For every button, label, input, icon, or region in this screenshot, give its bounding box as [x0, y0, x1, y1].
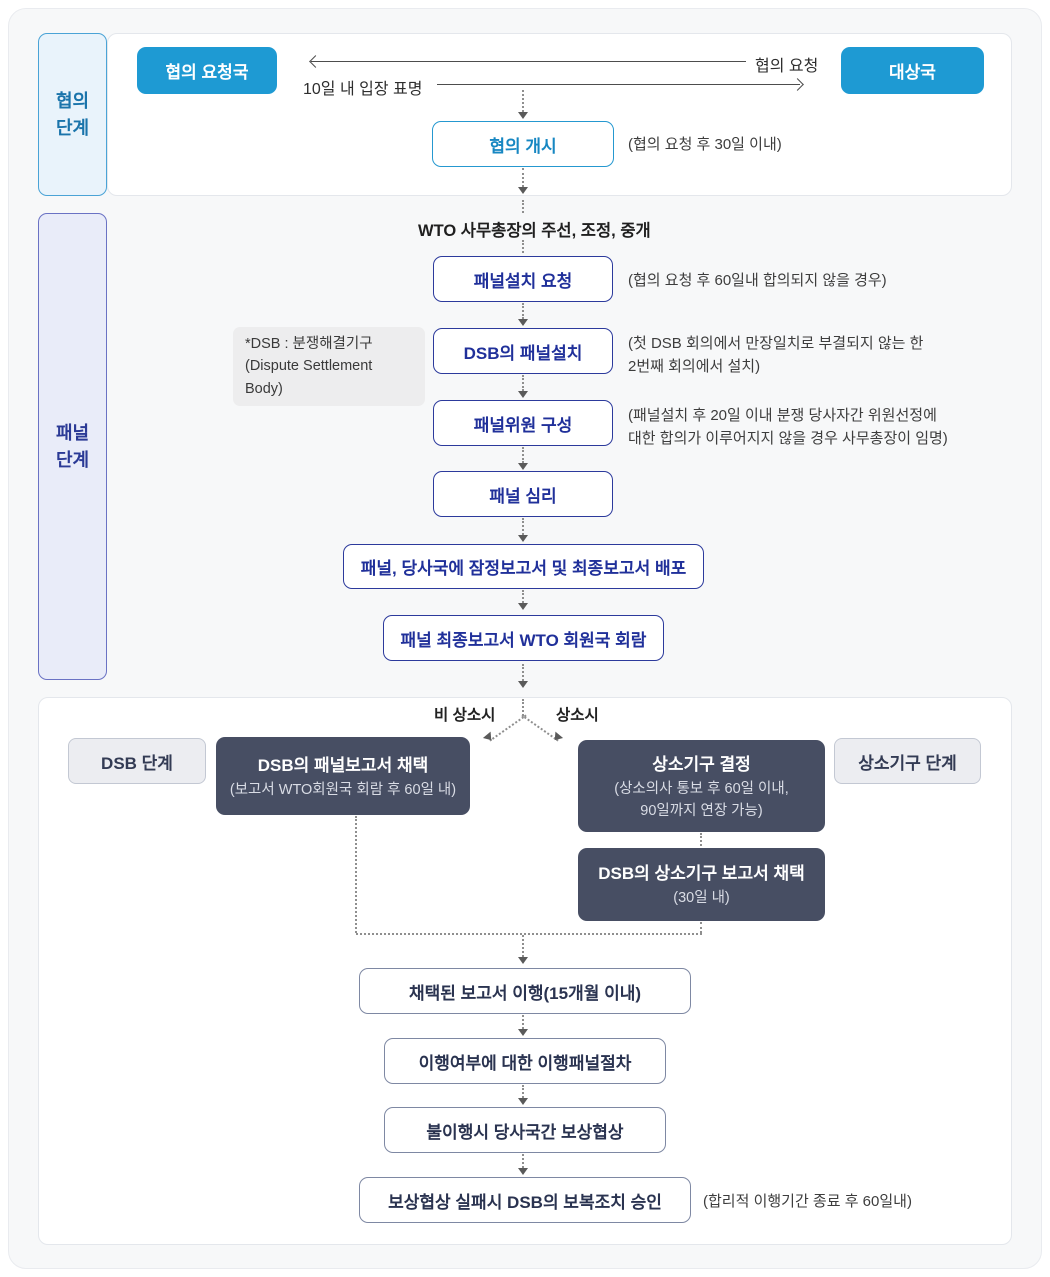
- node-report-distribute: 패널, 당사국에 잠정보고서 및 최종보고서 배포: [343, 544, 704, 589]
- panel-report-adopt-sub: (보고서 WTO회원국 회람 후 60일 내): [229, 781, 457, 798]
- retaliation-note: (합리적 이행기간 종료 후 60일내): [703, 1193, 912, 1210]
- arrow-down-icon: [518, 319, 528, 326]
- flow-connector: [700, 922, 702, 933]
- appellate-report-adopt-title: DSB의 상소기구 보고서 채택: [598, 864, 805, 884]
- flow-connector: [522, 935, 524, 957]
- panel-report-adopt-title: DSB의 패널보고서 채택: [257, 755, 429, 775]
- node-panelist-compose: 패널위원 구성: [433, 400, 613, 446]
- node-panel-report-adopt: DSB의 패널보고서 채택 (보고서 WTO회원국 회람 후 60일 내): [216, 737, 470, 815]
- dsb-definition-note: *DSB : 분쟁해결기구 (Dispute Settlement Body): [233, 327, 425, 407]
- node-consult-start: 협의 개시: [432, 121, 614, 167]
- appellate-decision-title: 상소기구 결정: [652, 755, 751, 775]
- appellate-report-adopt-sub: (30일 내): [673, 890, 730, 907]
- node-implement-report: 채택된 보고서 이행(15개월 이내): [359, 968, 691, 1014]
- node-report-circulate: 패널 최종보고서 WTO 회원국 회람: [383, 615, 664, 661]
- arrow-down-icon: [518, 1029, 528, 1036]
- arrow-down-icon: [518, 535, 528, 542]
- request-arrow-line: [311, 61, 746, 62]
- arrow-down-icon: [518, 1098, 528, 1105]
- panel-request-note: (협의 요청 후 60일내 합의되지 않을 경우): [628, 272, 887, 289]
- arrow-down-icon: [518, 391, 528, 398]
- arrow-down-icon: [518, 463, 528, 470]
- flow-connector: [522, 518, 524, 535]
- arrow-down-icon: [518, 681, 528, 688]
- arrow-down-icon: [518, 112, 528, 119]
- appellate-decision-sub: (상소의사 통보 후 60일 이내, 90일까지 연장 가능): [614, 781, 789, 819]
- appeal-label: 상소시: [556, 707, 599, 724]
- stage-tab-panel: 패널 단계: [38, 213, 107, 680]
- arrow-down-icon: [518, 187, 528, 194]
- response-arrow-label: 10일 내 입장 표명: [303, 81, 423, 98]
- flow-connector: [522, 90, 524, 112]
- flow-connector: [522, 1154, 524, 1168]
- response-arrow-line: [437, 84, 800, 85]
- panel-heading: WTO 사무총장의 주선, 조정, 중개: [418, 222, 651, 240]
- node-respondent-country: 대상국: [841, 47, 984, 94]
- flow-connector: [355, 816, 357, 933]
- node-panel-examination: 패널 심리: [433, 471, 613, 517]
- flow-connector: [522, 375, 524, 391]
- node-panel-request: 패널설치 요청: [433, 256, 613, 302]
- node-requesting-country: 협의 요청국: [137, 47, 277, 94]
- flow-connector: [522, 168, 524, 187]
- arrow-down-icon: [518, 603, 528, 610]
- consult-start-note: (협의 요청 후 30일 이내): [628, 136, 782, 153]
- node-retaliation-approval: 보상협상 실패시 DSB의 보복조치 승인: [359, 1177, 691, 1223]
- flow-connector: [356, 933, 702, 935]
- stage-tab-dsb: DSB 단계: [68, 738, 206, 784]
- node-appellate-report-adopt: DSB의 상소기구 보고서 채택 (30일 내): [578, 848, 825, 921]
- stage-tab-consult: 협의 단계: [38, 33, 107, 196]
- flow-connector: [522, 590, 524, 603]
- arrow-down-icon: [518, 957, 528, 964]
- flow-connector: [522, 1085, 524, 1098]
- flow-connector: [522, 664, 524, 681]
- flow-connector: [700, 833, 702, 846]
- flow-connector: [522, 699, 524, 716]
- panelist-compose-note: (패널설치 후 20일 이내 분쟁 당사자간 위원선정에 대한 합의가 이루어지…: [628, 407, 948, 447]
- node-dsb-establish: DSB의 패널설치: [433, 328, 613, 374]
- arrow-down-icon: [518, 1168, 528, 1175]
- node-compliance-panel: 이행여부에 대한 이행패널절차: [384, 1038, 666, 1084]
- no-appeal-label: 비 상소시: [434, 707, 496, 724]
- node-appellate-decision: 상소기구 결정 (상소의사 통보 후 60일 이내, 90일까지 연장 가능): [578, 740, 825, 832]
- node-compensation-negotiation: 불이행시 당사국간 보상협상: [384, 1107, 666, 1153]
- request-arrow-label: 협의 요청: [755, 58, 819, 75]
- flow-connector: [522, 303, 524, 319]
- flow-connector: [522, 1015, 524, 1029]
- flow-connector: [522, 200, 524, 213]
- flow-connector: [522, 447, 524, 463]
- flow-connector: [522, 240, 524, 253]
- stage-tab-appellate: 상소기구 단계: [834, 738, 981, 784]
- dsb-establish-note: (첫 DSB 회의에서 만장일치로 부결되지 않는 한 2번째 회의에서 설치): [628, 335, 924, 375]
